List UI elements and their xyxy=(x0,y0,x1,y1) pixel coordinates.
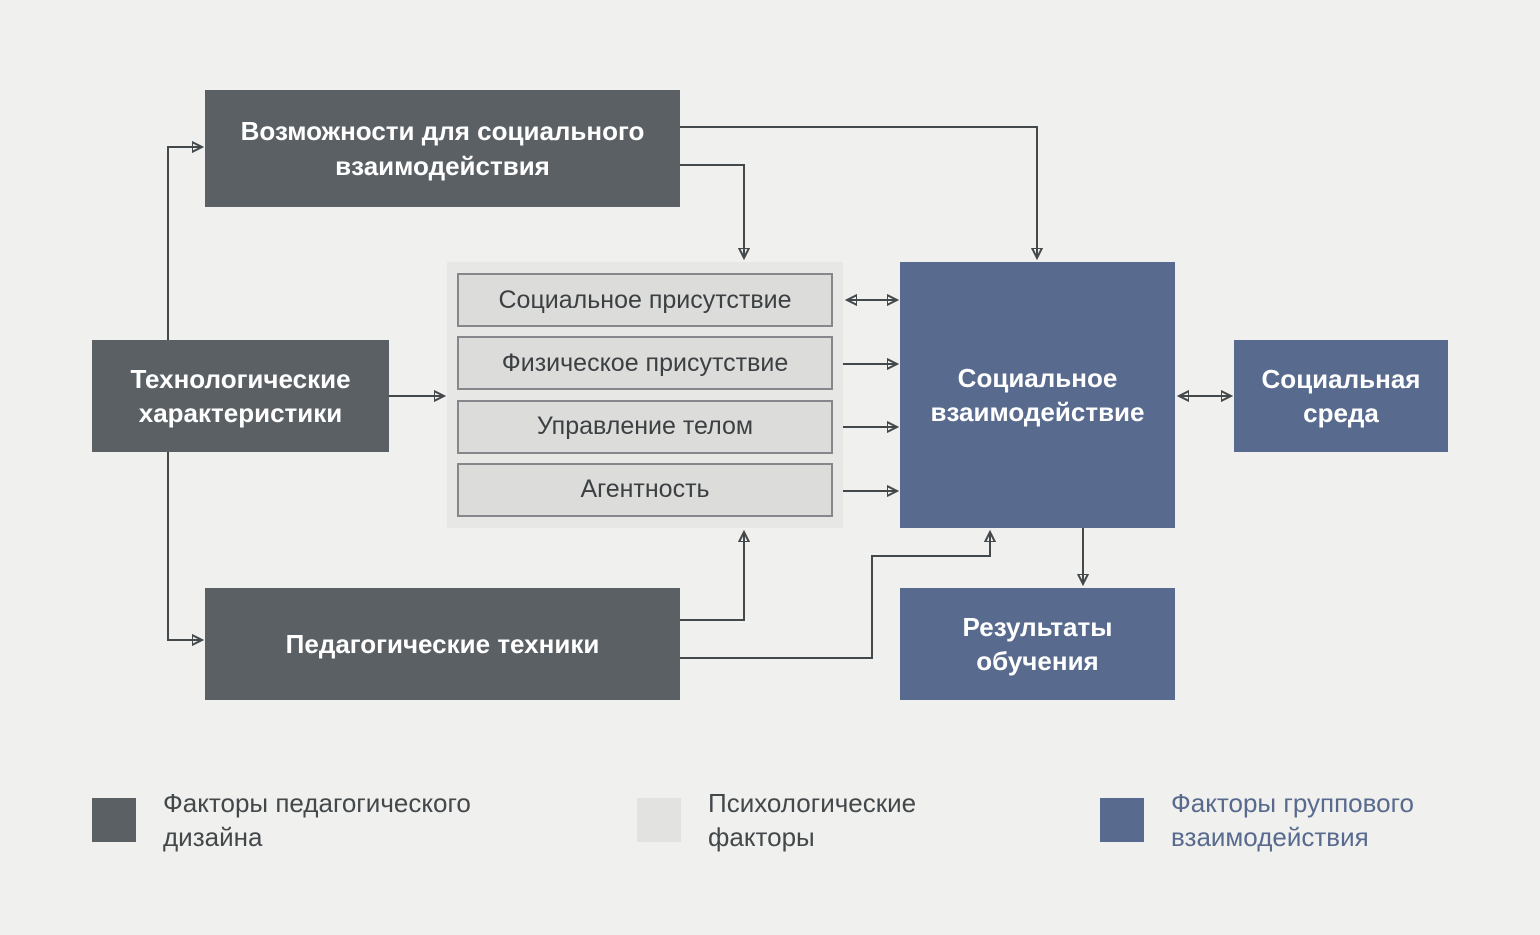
node-social-environment: Социальная среда xyxy=(1234,340,1448,452)
arrow-tech-to-pedagogical xyxy=(167,452,201,640)
arrow-pedagogical-to-psychological xyxy=(680,533,744,621)
legend-label-pedagogical-design: Факторы педагогического дизайна xyxy=(163,788,471,852)
arrow-opportunities-to-psychological xyxy=(680,164,744,257)
node-learning-outcomes-label: Результаты обучения xyxy=(962,611,1113,676)
node-opportunities-label: Возможности для социального взаимодейств… xyxy=(240,116,645,181)
node-social-environment-label: Социальная среда xyxy=(1261,363,1421,428)
arrow-tech-to-opportunities xyxy=(167,147,201,340)
psychological-factors-group: Социальное присутствие Физическое присут… xyxy=(447,262,843,528)
legend-swatch-pedagogical-design xyxy=(92,798,136,842)
psych-box-body-control: Управление телом xyxy=(457,399,833,454)
node-pedagogical-techniques-label: Педагогические техники xyxy=(285,628,600,659)
node-tech-characteristics: Технологические характеристики xyxy=(92,340,389,452)
node-tech-characteristics-label: Технологические характеристики xyxy=(130,363,351,428)
psych-box-physical-presence-label: Физическое присутствие xyxy=(501,348,789,377)
node-social-interaction-label: Социальное взаимодействие xyxy=(930,362,1145,427)
psych-box-social-presence: Социальное присутствие xyxy=(457,273,833,327)
psych-box-social-presence-label: Социальное присутствие xyxy=(498,285,792,314)
psych-box-agency-label: Агентность xyxy=(580,475,710,504)
legend-label-group-interaction: Факторы группового взаимодействия xyxy=(1171,788,1414,852)
legend-swatch-psychological xyxy=(637,798,681,842)
psych-box-body-control-label: Управление телом xyxy=(536,412,754,441)
node-learning-outcomes: Результаты обучения xyxy=(900,588,1175,700)
node-opportunities: Возможности для социального взаимодейств… xyxy=(205,90,680,207)
psych-box-agency: Агентность xyxy=(457,462,833,517)
node-pedagogical-techniques: Педагогические техники xyxy=(205,588,680,700)
arrow-opportunities-to-social-interaction xyxy=(680,126,1037,257)
legend-swatch-group-interaction xyxy=(1100,798,1144,842)
legend-label-psychological: Психологические факторы xyxy=(708,788,917,852)
node-social-interaction: Социальное взаимодействие xyxy=(900,262,1175,528)
psych-box-physical-presence: Физическое присутствие xyxy=(457,336,833,391)
